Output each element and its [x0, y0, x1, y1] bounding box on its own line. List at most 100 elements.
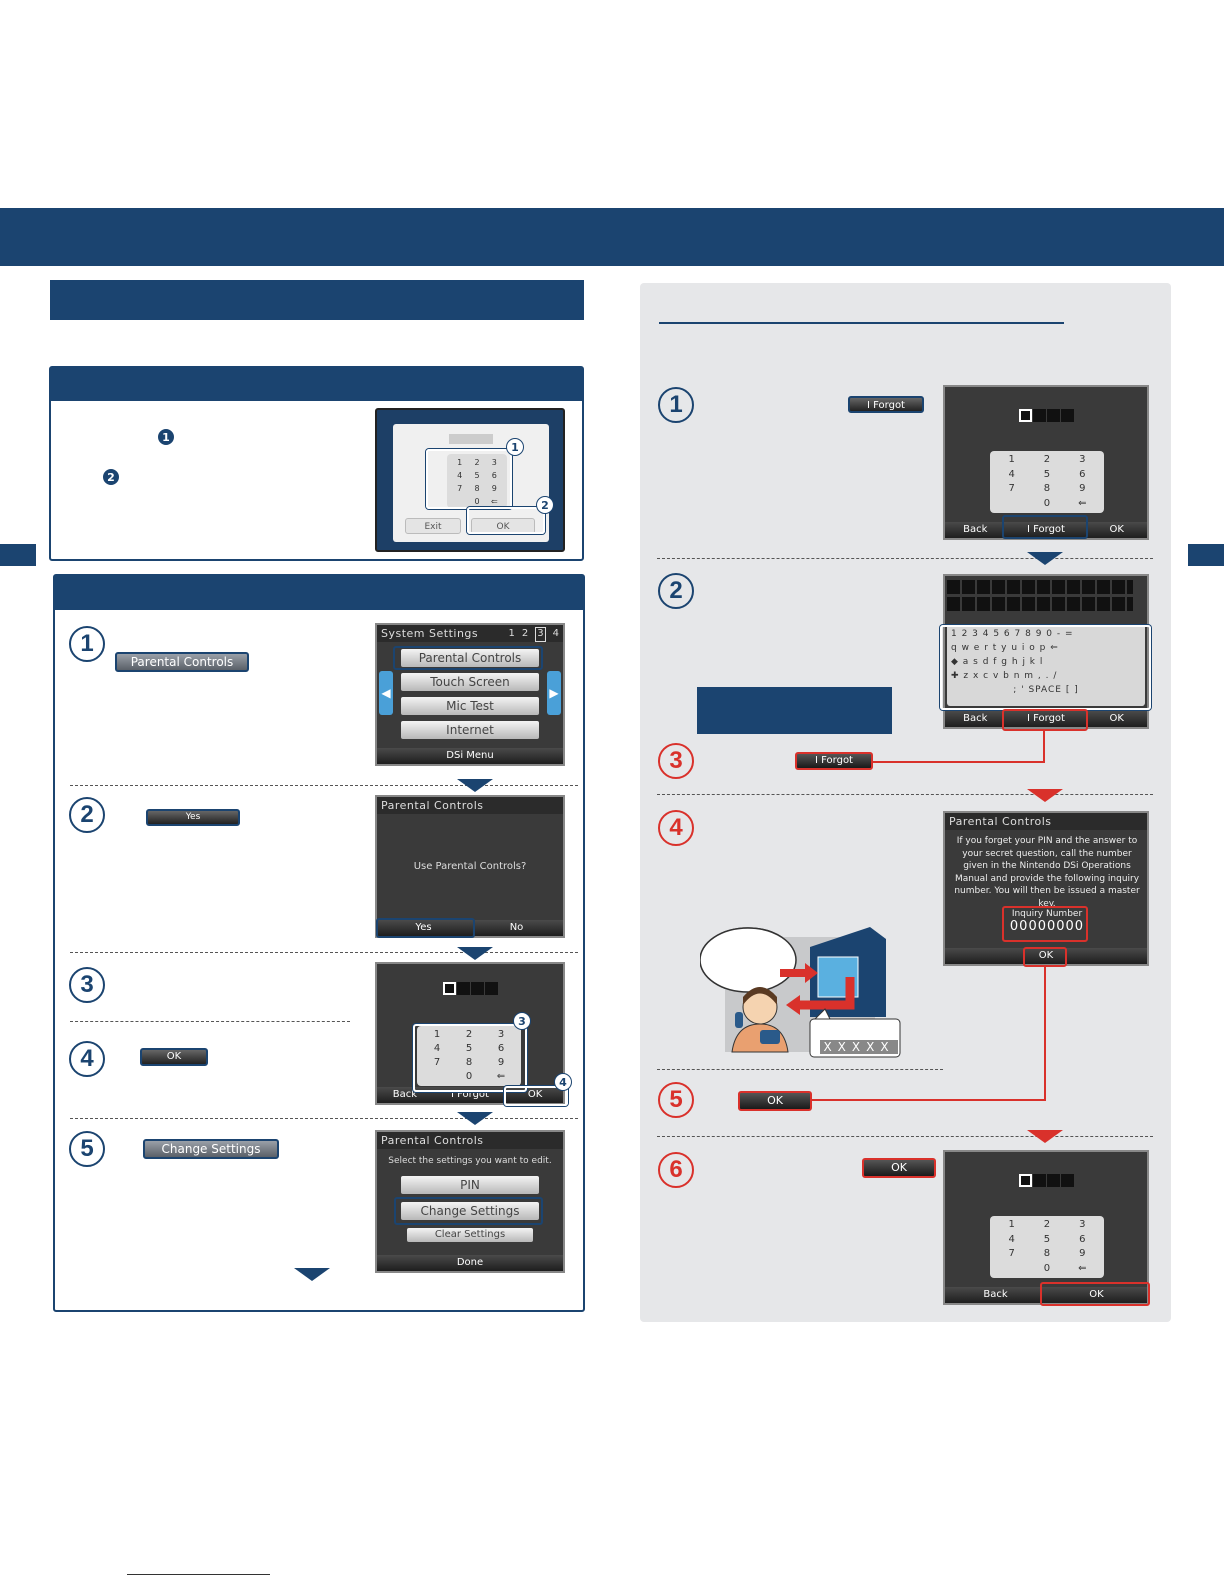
key-3[interactable]: 3 — [497, 1029, 505, 1040]
key-6[interactable]: 6 — [1079, 468, 1086, 480]
answer-field-row-1[interactable] — [947, 580, 1133, 594]
key-0[interactable]: 0 — [465, 1071, 473, 1082]
keypad[interactable]: 1 2 3 4 5 6 7 8 9 0 ⇐ — [990, 451, 1104, 513]
ok-button[interactable]: OK — [1109, 524, 1124, 535]
key-5[interactable]: 5 — [1043, 1233, 1051, 1245]
key-0[interactable]: 0 — [1043, 497, 1051, 509]
done-button[interactable]: Done — [377, 1255, 563, 1271]
key-8[interactable]: 8 — [1043, 483, 1051, 494]
key-4[interactable]: 4 — [457, 471, 463, 480]
arrow-right-icon[interactable]: ▶ — [547, 671, 561, 715]
key-9[interactable]: 9 — [1079, 1248, 1086, 1259]
key-9[interactable]: 9 — [1079, 483, 1086, 494]
key-4[interactable]: 4 — [433, 1043, 441, 1054]
backspace-icon[interactable]: ⇐ — [1078, 1262, 1087, 1274]
menu-mic-test[interactable]: Mic Test — [401, 697, 539, 715]
back-button[interactable]: Back — [963, 524, 988, 535]
screen-title: System Settings — [377, 625, 563, 642]
keypad[interactable]: 1 2 3 4 5 6 7 8 9 0 ⇐ — [990, 1216, 1104, 1278]
step-3-badge: 3 — [69, 967, 105, 1003]
right-step-4-badge: 4 — [658, 810, 694, 846]
key-2[interactable]: 2 — [1043, 454, 1051, 465]
keyboard-row-zxcv[interactable]: ✚ z x c v b n m , . / — [951, 671, 1058, 681]
step-1-badge: 1 — [69, 626, 105, 662]
menu-change-settings[interactable]: Change Settings — [401, 1202, 539, 1220]
key-4[interactable]: 4 — [1008, 468, 1015, 480]
menu-clear-settings[interactable]: Clear Settings — [407, 1228, 533, 1242]
keypad[interactable]: 1 2 3 4 5 6 7 8 9 0 ⇐ — [417, 1026, 521, 1086]
menu-pin[interactable]: PIN — [401, 1176, 539, 1194]
arrow-left-icon — [786, 995, 800, 1015]
backspace-icon[interactable]: ⇐ — [1078, 497, 1087, 509]
key-8[interactable]: 8 — [1043, 1248, 1051, 1259]
key-5[interactable]: 5 — [1043, 468, 1051, 480]
page-1[interactable]: 1 — [508, 628, 515, 639]
key-2[interactable]: 2 — [465, 1029, 473, 1040]
key-6[interactable]: 6 — [491, 471, 497, 480]
key-4[interactable]: 4 — [1008, 1233, 1015, 1245]
key-1[interactable]: 1 — [1008, 454, 1015, 465]
menu-internet[interactable]: Internet — [401, 721, 539, 739]
answer-field-row-2[interactable] — [947, 597, 1133, 611]
arrow-left-icon[interactable]: ◀ — [379, 671, 393, 715]
key-1[interactable]: 1 — [457, 458, 463, 467]
intro-box-header — [51, 368, 582, 401]
key-0[interactable]: 0 — [474, 497, 480, 506]
ok-button[interactable]: OK — [1089, 1289, 1104, 1300]
keypad-highlight — [413, 1024, 527, 1092]
menu-touch-screen[interactable]: Touch Screen — [401, 673, 539, 691]
pin-boxes — [1019, 409, 1074, 422]
change-settings-button-label: Change Settings — [143, 1139, 279, 1159]
key-7[interactable]: 7 — [1008, 1248, 1015, 1259]
note-box — [697, 687, 892, 734]
page-4[interactable]: 4 — [552, 628, 559, 639]
key-8[interactable]: 8 — [474, 484, 480, 493]
keyboard-row-space[interactable]: ; ' SPACE [ ] — [1013, 685, 1079, 695]
key-blank — [994, 497, 1029, 512]
key-7[interactable]: 7 — [433, 1057, 441, 1068]
dsi-menu-button[interactable]: DSi Menu — [377, 748, 563, 764]
key-0[interactable]: 0 — [1043, 1262, 1051, 1274]
key-5[interactable]: 5 — [465, 1043, 473, 1054]
key-9[interactable]: 9 — [497, 1057, 505, 1068]
back-button[interactable]: Back — [963, 713, 988, 724]
step-2-badge: 2 — [69, 797, 105, 833]
key-5[interactable]: 5 — [474, 471, 480, 480]
key-3[interactable]: 3 — [1079, 1219, 1086, 1230]
key-8[interactable]: 8 — [465, 1057, 473, 1068]
keyboard-row-numbers[interactable]: 1 2 3 4 5 6 7 8 9 0 - = — [951, 629, 1074, 639]
ok-button[interactable]: OK — [945, 948, 1147, 964]
key-2[interactable]: 2 — [1043, 1219, 1051, 1230]
yes-button[interactable]: Yes — [415, 922, 432, 933]
page-3[interactable]: 3 — [535, 627, 546, 642]
key-6[interactable]: 6 — [497, 1043, 505, 1054]
i-forgot-button[interactable]: I Forgot — [1027, 524, 1065, 535]
key-9[interactable]: 9 — [491, 484, 497, 493]
page-2[interactable]: 2 — [521, 628, 529, 639]
key-3[interactable]: 3 — [491, 458, 497, 467]
back-button[interactable]: Back — [392, 1089, 418, 1100]
key-1[interactable]: 1 — [433, 1029, 441, 1040]
key-7[interactable]: 7 — [1008, 483, 1015, 494]
key-3[interactable]: 3 — [1079, 454, 1086, 465]
i-forgot-button[interactable]: I Forgot — [451, 1089, 489, 1100]
key-1[interactable]: 1 — [1008, 1219, 1015, 1230]
ok-button[interactable]: OK — [527, 1089, 543, 1100]
backspace-icon[interactable]: ⇐ — [496, 1071, 506, 1082]
keyboard[interactable]: 1 2 3 4 5 6 7 8 9 0 - = q w e r t y u i … — [947, 624, 1145, 706]
yes-highlight — [376, 918, 475, 938]
i-forgot-button[interactable]: I Forgot — [1027, 713, 1065, 724]
key-2[interactable]: 2 — [474, 458, 480, 467]
keyboard-row-asdf[interactable]: ◆ a s d f g h j k l — [951, 657, 1044, 667]
no-button[interactable]: No — [509, 922, 524, 933]
key-7[interactable]: 7 — [457, 484, 463, 493]
keyboard-row-qwerty[interactable]: q w e r t y u i o p ⇐ — [951, 643, 1059, 653]
backspace-icon[interactable]: ⇐ — [490, 497, 498, 506]
key-6[interactable]: 6 — [1079, 1233, 1086, 1245]
screen-marker-1-icon: 1 — [506, 438, 524, 456]
keypad[interactable]: 1 2 3 4 5 6 7 8 9 0 ⇐ — [447, 454, 507, 508]
menu-parental-controls[interactable]: Parental Controls — [401, 649, 539, 667]
ok-button[interactable]: OK — [1109, 713, 1124, 724]
exit-button[interactable]: Exit — [405, 518, 461, 534]
back-button[interactable]: Back — [983, 1289, 1008, 1300]
